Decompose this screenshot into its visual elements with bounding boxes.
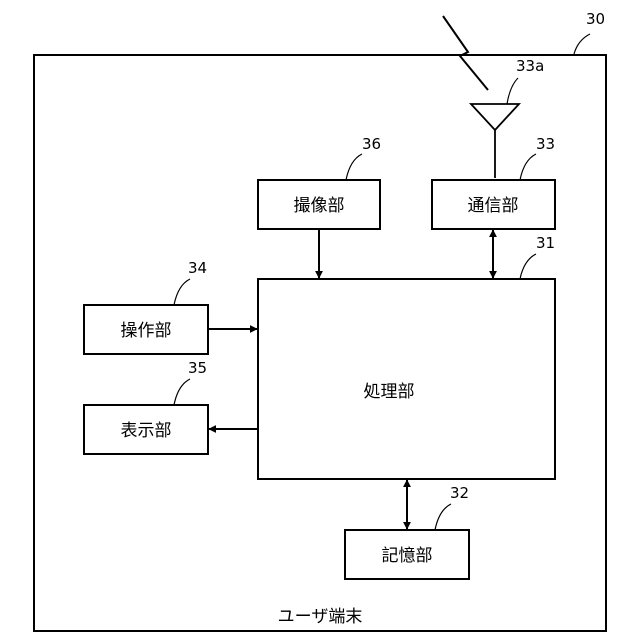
antenna-ref: 33a — [516, 57, 544, 75]
storage-ref: 32 — [450, 484, 469, 502]
storage-label: 記憶部 — [382, 546, 433, 566]
communication-ref: 33 — [536, 135, 555, 153]
communication-ref-leader — [520, 154, 536, 180]
antenna-ref-leader — [507, 78, 518, 104]
device-caption: ユーザ端末 — [278, 607, 363, 627]
operation-ref-leader — [174, 279, 190, 305]
display-ref-leader — [174, 379, 190, 405]
processing-ref-leader — [520, 254, 536, 279]
imaging-ref: 36 — [362, 135, 381, 153]
wireless-signal — [443, 16, 488, 90]
processing-block — [258, 279, 555, 479]
imaging-label: 撮像部 — [294, 196, 345, 216]
operation-label: 操作部 — [121, 321, 172, 341]
imaging-ref-leader — [346, 154, 362, 180]
display-label: 表示部 — [121, 421, 172, 441]
antenna-icon — [471, 104, 519, 130]
operation-ref: 34 — [188, 259, 207, 277]
processing-ref: 31 — [536, 234, 555, 252]
communication-label: 通信部 — [468, 196, 519, 216]
storage-ref-leader — [435, 504, 451, 530]
display-ref: 35 — [188, 359, 207, 377]
processing-label: 処理部 — [364, 382, 415, 402]
device-ref: 30 — [586, 10, 605, 28]
device-ref-leader — [574, 34, 590, 54]
